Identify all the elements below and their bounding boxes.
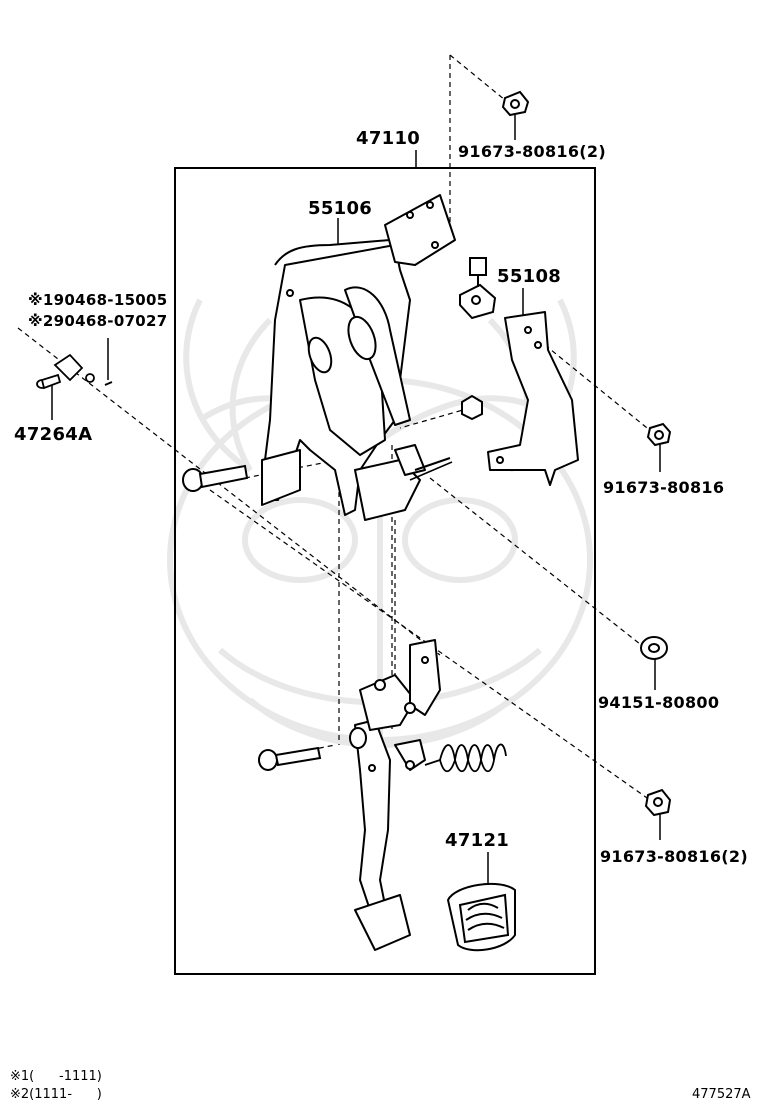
illustration-number: 477527A — [692, 1087, 751, 1102]
nut-94151 — [640, 636, 668, 660]
clip-nut — [459, 257, 497, 320]
label-47121: 47121 — [445, 830, 510, 851]
label-94151-80800: 94151-80800 — [598, 693, 720, 712]
assembly-frame — [174, 167, 596, 975]
brake-pedal — [349, 639, 441, 951]
reinforcement-bracket — [487, 311, 579, 486]
pushrod-pin — [409, 461, 453, 481]
pedal-pad — [446, 883, 516, 952]
return-spring — [424, 743, 507, 773]
label-47264A: 47264A — [14, 424, 93, 445]
bolt-bottom — [644, 788, 672, 817]
nut-small — [461, 394, 483, 421]
label-91673-80816: 91673-80816 — [603, 478, 725, 497]
footnote-1: ※1( -1111) — [10, 1069, 102, 1084]
label-47110: 47110 — [356, 128, 421, 149]
solid-leaders — [51, 110, 661, 885]
label-55108: 55108 — [497, 266, 562, 287]
bolt-top — [501, 90, 530, 117]
label-90468-07027: ※290468-07027 — [28, 312, 168, 330]
label-91673-80816-2-top: 91673-80816(2) — [458, 142, 606, 161]
clevis-parts — [36, 353, 113, 390]
label-91673-80816-2-bottom: 91673-80816(2) — [600, 847, 748, 866]
pivot-bolt — [258, 746, 322, 771]
label-55106: 55106 — [308, 198, 373, 219]
label-90468-15005: ※190468-15005 — [28, 291, 168, 309]
pedal-bracket — [261, 194, 456, 521]
long-bolt — [182, 464, 249, 492]
bolt-mid — [646, 422, 672, 447]
footnote-2: ※2(1111- ) — [10, 1087, 102, 1102]
